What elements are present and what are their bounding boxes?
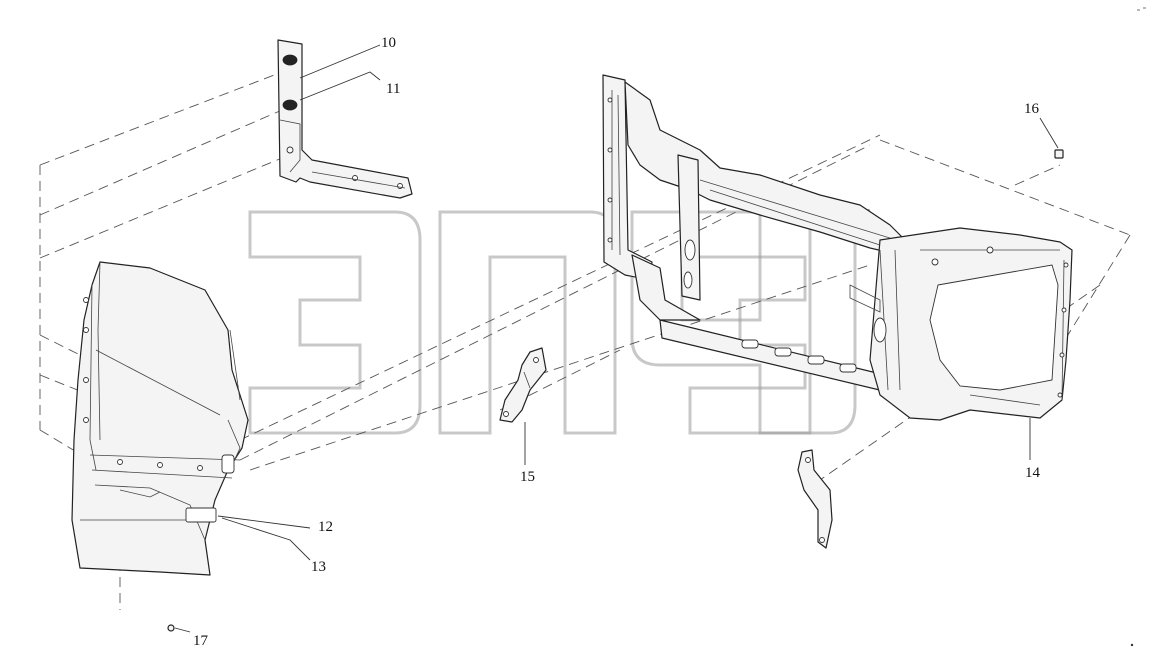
leader-16 xyxy=(1039,117,1059,149)
dashed-line xyxy=(39,71,283,166)
callout-12: 12 xyxy=(318,519,333,535)
leader-10 xyxy=(299,44,381,79)
leader-17 xyxy=(174,627,191,633)
dashed-line xyxy=(39,157,283,259)
callout-15: 15 xyxy=(520,469,535,485)
leader-13 xyxy=(221,517,311,561)
bolt-part-16 xyxy=(1054,149,1064,159)
dashed-line xyxy=(239,134,881,441)
callout-16: 16 xyxy=(1024,101,1039,117)
dashed-line xyxy=(1039,234,1131,381)
callout-10: 10 xyxy=(381,35,396,51)
screw-part-17 xyxy=(167,624,175,632)
dashed-line xyxy=(879,139,1131,236)
bracket-part-10-11 xyxy=(277,39,413,199)
dashed-line xyxy=(249,264,871,471)
watermark-letter-1 xyxy=(248,210,422,435)
leader-12 xyxy=(217,515,311,529)
bracket-part-15 xyxy=(499,347,547,423)
bracket-lower-right xyxy=(797,449,833,549)
dashed-line xyxy=(39,334,91,361)
dashed-line xyxy=(39,374,91,396)
callout-11: 11 xyxy=(386,81,401,97)
dashed-line xyxy=(39,109,283,216)
callout-17: 17 xyxy=(193,633,208,649)
callout-13: 13 xyxy=(311,559,326,575)
corner-marks xyxy=(1130,7,1146,647)
side-panel-part-12-13 xyxy=(71,261,249,576)
dashed-line xyxy=(1014,164,1061,186)
callout-14: 14 xyxy=(1025,465,1040,481)
assembly-dashed-lines xyxy=(39,71,1131,610)
watermark-letter-2 xyxy=(438,210,617,435)
watermark-letter-3 xyxy=(630,210,812,435)
watermark-letter-4 xyxy=(688,210,857,435)
dashed-line xyxy=(239,144,871,461)
watermark-logo xyxy=(248,210,857,435)
leader-lines xyxy=(174,44,1059,633)
leader-11 xyxy=(299,71,381,101)
main-frame-part-14 xyxy=(602,74,1073,421)
